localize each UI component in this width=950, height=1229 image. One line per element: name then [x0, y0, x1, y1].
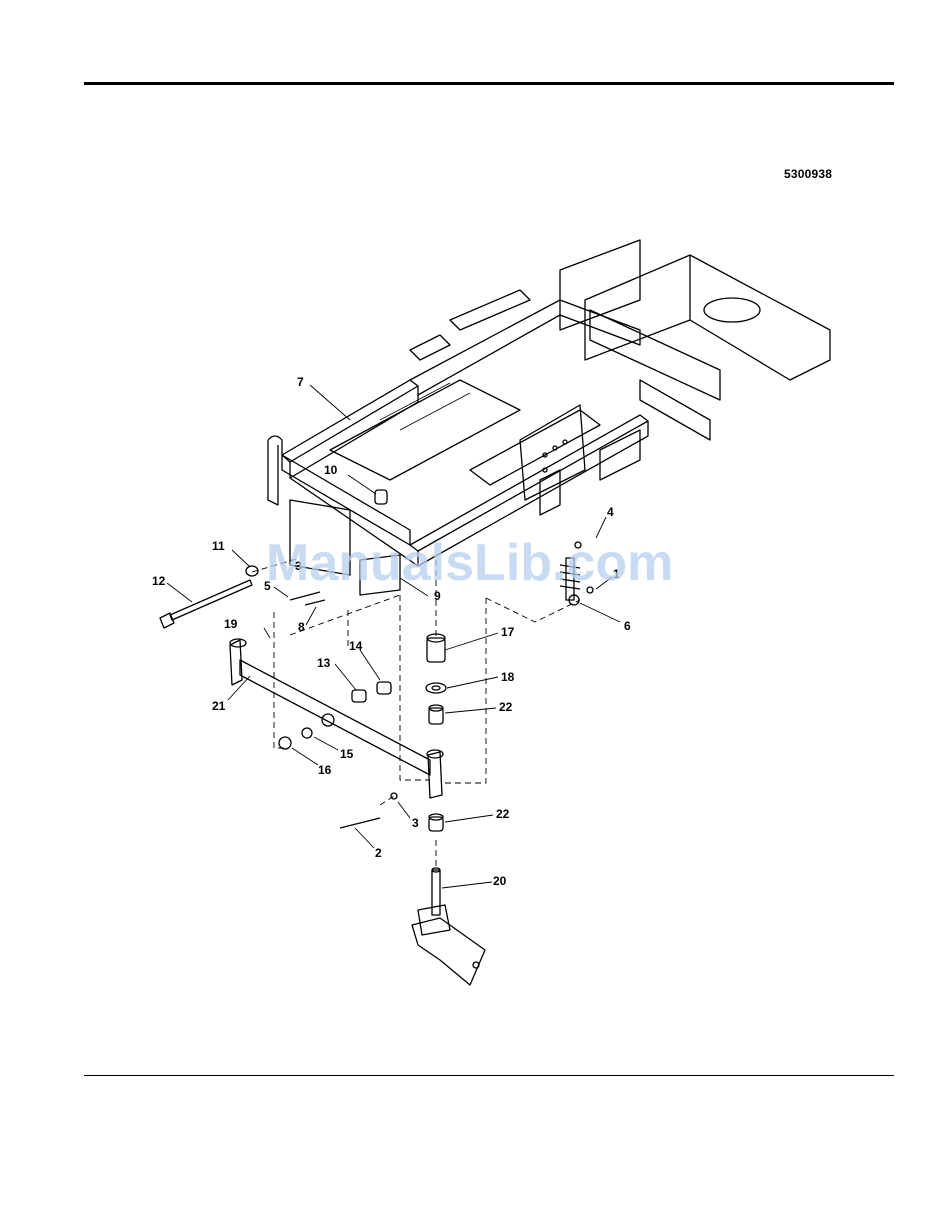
- callout-labels: 7 10 4 1 6 11 12 3 5 8 9 19 13 14 17 18 …: [152, 375, 631, 888]
- callout-11: 11: [212, 539, 225, 553]
- bolt-5: [290, 592, 320, 600]
- callout-12: 12: [152, 574, 166, 588]
- bushing-15: [302, 728, 312, 738]
- callout-2: 2: [375, 846, 382, 860]
- callout-22-lower: 22: [496, 807, 510, 821]
- spacer-13: [352, 690, 366, 702]
- nut-3: [391, 793, 397, 799]
- callout-14: 14: [349, 639, 363, 653]
- footer-rule: [84, 1075, 894, 1076]
- callout-18: 18: [501, 670, 515, 684]
- pivot-bolt: [160, 580, 252, 628]
- pin-8: [305, 600, 325, 605]
- spindle-stack: [426, 634, 446, 831]
- callout-3-lower: 3: [412, 816, 419, 830]
- callout-20: 20: [493, 874, 507, 888]
- callout-16: 16: [318, 763, 332, 777]
- callout-10: 10: [324, 463, 338, 477]
- callout-15: 15: [340, 747, 354, 761]
- callout-13: 13: [317, 656, 331, 670]
- callout-6: 6: [624, 619, 631, 633]
- callout-19: 19: [224, 617, 238, 631]
- spacer-14: [377, 682, 391, 694]
- leader-lines: [167, 385, 620, 888]
- callout-8: 8: [298, 620, 305, 634]
- callout-4: 4: [607, 505, 614, 519]
- front-axle: [230, 639, 443, 798]
- callout-17: 17: [501, 625, 515, 639]
- callout-7: 7: [297, 375, 304, 389]
- callout-21: 21: [212, 699, 226, 713]
- watermark: ManualsLib.com: [266, 534, 673, 592]
- bolt-2: [340, 818, 380, 828]
- callout-22-upper: 22: [499, 700, 513, 714]
- bushing-16: [279, 737, 291, 749]
- caster-fork: [412, 868, 485, 985]
